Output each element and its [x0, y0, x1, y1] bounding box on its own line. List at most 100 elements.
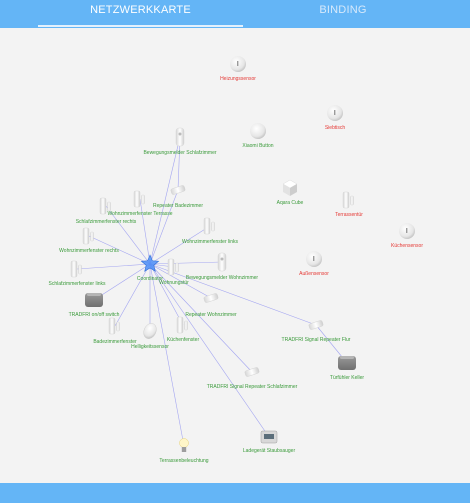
device-node-xiaomi[interactable]: Xiaomi Button: [242, 123, 274, 149]
repeater-icon: [170, 185, 186, 195]
device-node-wzrechts[interactable]: Wohnzimmerfenster rechts: [59, 227, 119, 254]
device-label: Repeater Wohnzimmer: [185, 312, 237, 318]
device-label: TRADFRI Signal Repeater Schlafzimmer: [207, 384, 298, 390]
tab-bar: NETZWERKKARTE BINDING: [0, 0, 470, 28]
device-label: Bewegungsmelder Wohnzimmer: [186, 275, 258, 281]
door-sensor-icon: [99, 197, 111, 215]
motion-sensor-icon: [217, 252, 227, 272]
light-sensor-icon: [143, 323, 157, 339]
device-node-tradfriflur[interactable]: TRADFRI Signal Repeater Flur: [282, 320, 351, 343]
coordinator-node[interactable]: Coordinator: [137, 254, 163, 282]
device-node-heizung[interactable]: Heizungssensor: [220, 56, 256, 82]
device-label: Wohnzimmerfenster Terrasse: [107, 211, 172, 217]
device-label: Türfühler Keller: [330, 375, 365, 381]
device-label: Schlafzimmerfenster links: [49, 281, 106, 287]
link-coordinator-tradfriflur: [149, 263, 317, 326]
star-icon: [140, 254, 160, 272]
device-label: Aqara Cube: [277, 200, 304, 206]
link-coordinator-szrechts: [105, 205, 151, 265]
device-node-tradfrischlaf[interactable]: TRADFRI Signal Repeater Schlafzimmer: [207, 367, 298, 390]
device-label: TRADFRI Signal Repeater Flur: [282, 337, 351, 343]
link-coordinator-szlinks: [76, 263, 151, 270]
door-sensor-icon: [82, 227, 94, 245]
coordinator-label: Coordinator: [137, 276, 163, 282]
link-coordinator-repbad: [149, 189, 179, 265]
round-sensor-icon: [399, 223, 415, 239]
device-label: Badezimmerfenster: [93, 339, 137, 345]
round-sensor-icon: [230, 56, 246, 72]
device-node-repbad[interactable]: Repeater Badezimmer: [153, 185, 203, 209]
repeater-icon: [244, 367, 260, 377]
device-node-repwohn[interactable]: Repeater Wohnzimmer: [185, 293, 237, 318]
door-sensor-icon: [133, 190, 145, 208]
device-node-bwwohn[interactable]: Bewegungsmelder Wohnzimmer: [186, 252, 258, 281]
round-sensor-icon: [306, 251, 322, 267]
link-coordinator-ladegeraet: [149, 263, 270, 438]
switch-icon: [85, 293, 103, 307]
switch-icon: [338, 356, 356, 370]
device-node-tuerfuehler[interactable]: Türfühler Keller: [330, 356, 365, 381]
link-coordinator-terrassenbel: [149, 263, 185, 447]
door-sensor-icon: [167, 258, 179, 276]
device-node-aqara[interactable]: Aqara Cube: [277, 179, 304, 206]
link-coordinator-bwschlaf: [149, 136, 181, 265]
device-label: Xiaomi Button: [242, 143, 273, 149]
device-node-wzlinks[interactable]: Wohnzimmerfenster links: [182, 217, 239, 245]
device-node-tradfrionoff[interactable]: TRADFRI on/off switch: [69, 293, 120, 318]
device-node-terrassenbel[interactable]: Terrassenbeleuchtung: [159, 438, 209, 465]
link-coordinator-tradfrischlaf: [149, 263, 253, 373]
device-label: Küchensensor: [391, 243, 423, 249]
footer-bar: [0, 483, 470, 503]
device-label: Terrassentür: [335, 212, 363, 218]
device-label: Schlafzimmerfenster rechts: [76, 219, 137, 225]
device-node-hellig[interactable]: Helligkeitssensor: [131, 321, 169, 350]
link-coordinator-bwwohn: [149, 261, 223, 265]
repeater-icon: [308, 320, 324, 330]
bulb-icon: [179, 438, 189, 452]
links-layer: [76, 136, 348, 447]
link-coordinator-badfenster: [114, 263, 151, 327]
device-node-wzterrasse[interactable]: Wohnzimmerfenster Terrasse: [107, 190, 173, 217]
tab-binding[interactable]: BINDING: [319, 4, 367, 16]
link-coordinator-wzlinks: [149, 225, 211, 265]
active-tab-indicator: [38, 25, 243, 27]
device-node-ladegeraet[interactable]: Ladegerät Staubsauger: [243, 430, 296, 454]
device-node-bwschlaf[interactable]: Bewegungsmelder Schlafzimmer: [143, 127, 217, 156]
link-coordinator-wzrechts: [88, 235, 151, 265]
device-node-badfenster[interactable]: Badezimmerfenster: [93, 317, 137, 345]
device-label: Terrassenbeleuchtung: [159, 458, 208, 464]
door-sensor-icon: [203, 217, 215, 235]
device-label: Ladegerät Staubsauger: [243, 448, 296, 454]
device-label: Wohnzimmerfenster links: [182, 239, 239, 245]
device-node-szrechts[interactable]: Schlafzimmerfenster rechts: [76, 197, 137, 225]
device-node-terrassentuer[interactable]: Terrassentür: [335, 191, 363, 218]
device-label: Siebtisch: [325, 125, 346, 131]
device-node-siebtisch[interactable]: Siebtisch: [325, 105, 346, 131]
tab-netzwerkkarte[interactable]: NETZWERKKARTE: [90, 4, 191, 16]
device-label: Außensensor: [299, 271, 329, 277]
device-label: Heizungssensor: [220, 76, 256, 82]
device-node-szlinks[interactable]: Schlafzimmerfenster links: [49, 260, 106, 287]
device-label: Wohnungstür: [159, 280, 189, 286]
link-coordinator-tradfrionoff: [93, 263, 151, 301]
device-label: Wohnzimmerfenster rechts: [59, 248, 119, 254]
device-label: TRADFRI on/off switch: [69, 312, 120, 318]
device-node-kuechenfenster[interactable]: Küchenfenster: [167, 316, 200, 343]
link-coordinator-repwohn: [149, 263, 212, 299]
device-node-wohnungstuer[interactable]: Wohnungstür: [159, 258, 189, 286]
device-label: Bewegungsmelder Schlafzimmer: [143, 150, 216, 156]
plug-icon: [260, 430, 278, 444]
door-sensor-icon: [176, 316, 188, 334]
round-sensor-icon: [327, 105, 343, 121]
device-node-aussen[interactable]: Außensensor: [299, 251, 329, 277]
device-node-kuechensensor[interactable]: Küchensensor: [391, 223, 423, 249]
repeater-icon: [203, 293, 219, 303]
door-sensor-icon: [70, 260, 82, 278]
door-sensor-icon: [342, 191, 354, 209]
door-sensor-icon: [108, 317, 120, 335]
link-coordinator-kuechenfenster: [149, 263, 184, 326]
device-label: Küchenfenster: [167, 337, 200, 343]
